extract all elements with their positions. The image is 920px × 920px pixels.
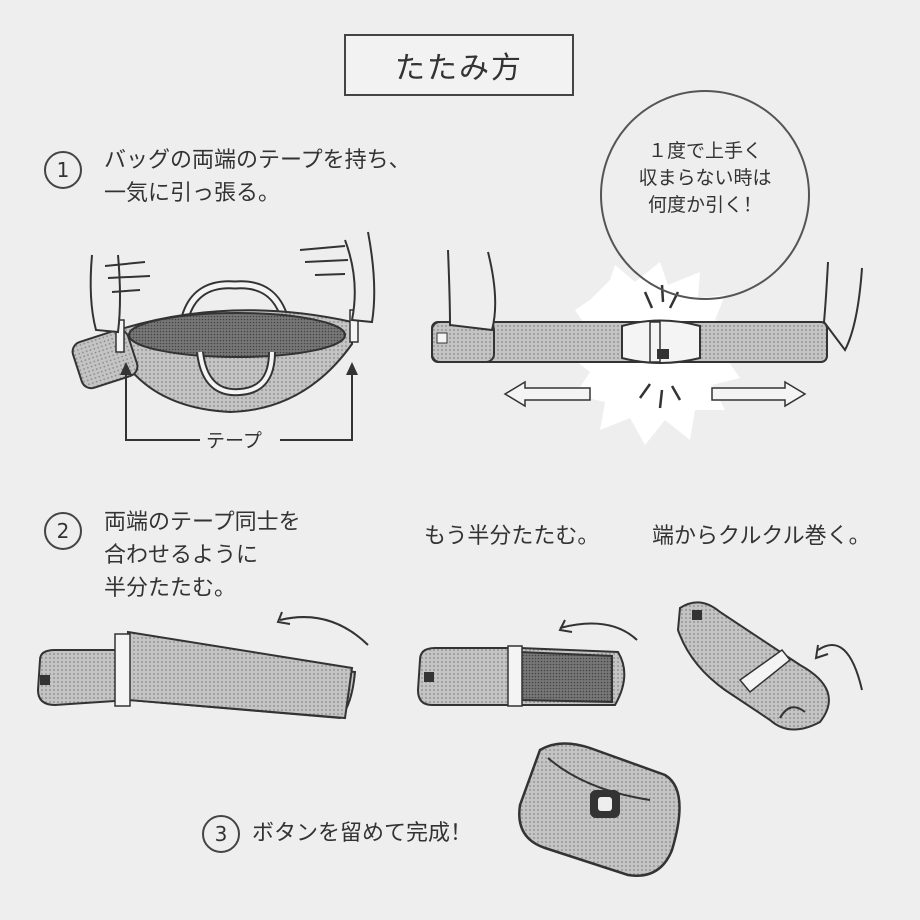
open-bag-illustration bbox=[71, 231, 376, 441]
step-1-line-1: バッグの両端のテープを持ち、 bbox=[104, 148, 411, 173]
half-folded-bag-illustration bbox=[36, 611, 369, 720]
roll-up-caption: 端からクルクル巻く。 bbox=[652, 524, 871, 549]
step-1-line-2: 一気に引っ張る。 bbox=[104, 181, 281, 206]
step-3-text: ボタンを留めて完成！ bbox=[252, 821, 473, 846]
step-2-line-2: 合わせるように bbox=[104, 543, 259, 568]
step-2-line-3: 半分たたむ。 bbox=[104, 576, 237, 601]
step-3-number: 3 bbox=[202, 815, 240, 853]
speech-bubble bbox=[600, 90, 810, 300]
step-2-number: 2 bbox=[44, 512, 82, 550]
quarter-folded-bag-illustration bbox=[416, 619, 638, 707]
speech-bubble-text: １度で上手く 収まらない時は 何度か引く！ bbox=[612, 138, 798, 219]
stretched-bag-illustration bbox=[431, 249, 863, 445]
bubble-line-3: 何度か引く！ bbox=[647, 194, 762, 216]
bubble-line-1: １度で上手く bbox=[647, 140, 762, 162]
step-2-line-1: 両端のテープ同士を bbox=[104, 510, 301, 535]
fold-again-caption: もう半分たたむ。 bbox=[424, 524, 600, 549]
step-1-number: 1 bbox=[44, 151, 82, 189]
rolled-bag-illustration bbox=[676, 601, 863, 731]
finished-pouch-illustration bbox=[518, 742, 681, 877]
tape-label: テープ bbox=[206, 430, 262, 452]
bubble-line-2: 収まらない時は bbox=[638, 167, 772, 189]
page-title: たたみ方 bbox=[344, 34, 574, 96]
